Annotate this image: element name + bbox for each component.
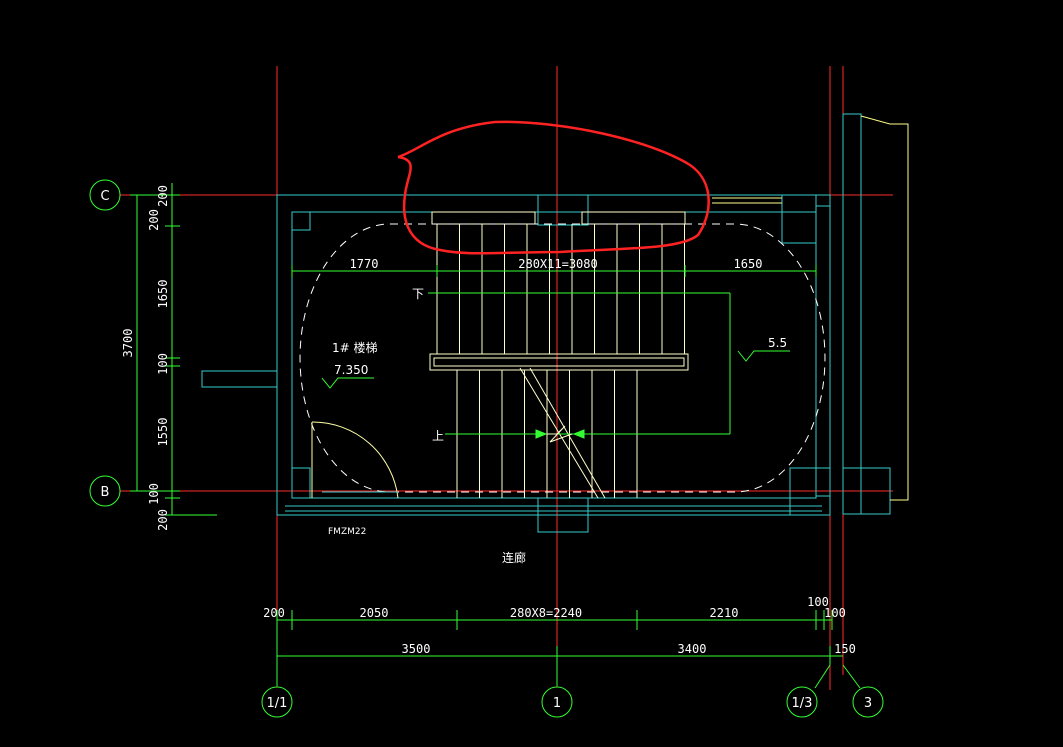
bottom-dim-150: 150 (834, 642, 856, 656)
column-tl (291, 211, 311, 231)
dim-seg-3: 100 (156, 353, 170, 375)
axis-label-b: B (101, 485, 110, 500)
column-bl (291, 467, 311, 499)
dim-seg-4: 1550 (156, 418, 170, 447)
axis-bubble-1-1[interactable] (261, 686, 293, 718)
right-wall-strip (815, 205, 831, 497)
down-label: 下 (412, 287, 424, 301)
outer-wall (276, 194, 831, 516)
adjacent-wall (860, 115, 909, 501)
bottom-dim-3400: 3400 (678, 642, 707, 656)
bottom-dim-seg1: 2050 (360, 606, 389, 620)
stair-dim-right: 1650 (734, 257, 763, 271)
axis-bubble-1[interactable] (541, 686, 573, 718)
stair-dim-left: 1770 (350, 257, 379, 271)
arrow-right (572, 429, 585, 439)
arrow-left (535, 429, 548, 439)
bottom-dim-3500: 3500 (402, 642, 431, 656)
axis-grid-lines (120, 66, 893, 690)
left-dimension-texts: 3700 200 200 1650 100 1550 100 200 (121, 185, 170, 531)
column-top-mid (537, 194, 589, 226)
elevation-marker-left (321, 377, 374, 389)
door-label: FMZM22 (328, 527, 366, 537)
axis-bubble-1-3[interactable] (786, 686, 818, 718)
stair-dim-middle: 280X11=3080 (518, 257, 597, 271)
dim-seg-1: 200 (147, 209, 161, 231)
corridor-label: 连廊 (502, 550, 526, 565)
treads-upper-flight (436, 224, 685, 354)
axis-bubble-c[interactable] (89, 179, 121, 211)
dim-seg-5: 100 (147, 483, 161, 505)
elevation-left-label: 7.350 (334, 363, 368, 377)
break-mark (540, 425, 573, 443)
stair-treads (429, 211, 689, 499)
axis-label-1-1: 1/1 (267, 696, 288, 711)
bottom-dim-wall: 200 (263, 606, 285, 620)
dim-seg-6: 200 (156, 509, 170, 531)
stair-middle-landing-inner (433, 357, 685, 367)
column-far-right (842, 467, 891, 515)
dashed-outline (299, 223, 826, 493)
stair-name-label: 1# 楼梯 (332, 340, 378, 355)
bottom-dim-right2: 100 (824, 606, 846, 620)
bubble-leader-1-3 (814, 664, 831, 689)
bottom-dim-right1: 100 (807, 595, 829, 609)
axis-bubble-3[interactable] (852, 686, 884, 718)
elevation-marker-right (737, 350, 790, 362)
break-line-b (529, 367, 606, 499)
column-tr (781, 194, 817, 244)
axis-label-1: 1 (553, 696, 561, 711)
door-swing-arc (311, 421, 399, 499)
axis-label-3: 3 (864, 696, 872, 711)
elevation-markers (321, 350, 790, 389)
adjacent-outline (712, 115, 909, 501)
elevation-right-label: 5.5 (768, 336, 787, 350)
walk-lines (428, 292, 731, 443)
dim-seg-2: 1650 (156, 280, 170, 309)
right-outer-wall (842, 113, 862, 515)
stair-top-landing-left (431, 211, 536, 225)
wall-outlines (201, 113, 891, 533)
bottom-dim-seg3: 2210 (710, 606, 739, 620)
stair-dimensions (291, 265, 817, 277)
column-bot-mid (537, 497, 589, 533)
inner-wall (291, 211, 817, 499)
axis-bubbles[interactable] (89, 179, 884, 718)
bubble-leader-3 (842, 664, 861, 689)
dim-total: 3700 (121, 329, 135, 358)
axis-label-1-3: 1/3 (792, 696, 813, 711)
stair-top-landing-right (581, 211, 686, 225)
up-label: 上 (432, 429, 444, 443)
side-beam-left (201, 370, 278, 388)
revision-cloud[interactable] (397, 120, 710, 255)
dim-top: 200 (156, 185, 170, 207)
bottom-dimensions (276, 610, 843, 665)
bottom-dim-seg2: 280X8=2240 (510, 606, 582, 620)
stair-middle-landing (429, 353, 689, 371)
axis-label-c: C (100, 189, 109, 204)
door-symbol (311, 421, 399, 499)
axis-bubble-b[interactable] (89, 475, 121, 507)
left-dimensions (130, 183, 217, 516)
